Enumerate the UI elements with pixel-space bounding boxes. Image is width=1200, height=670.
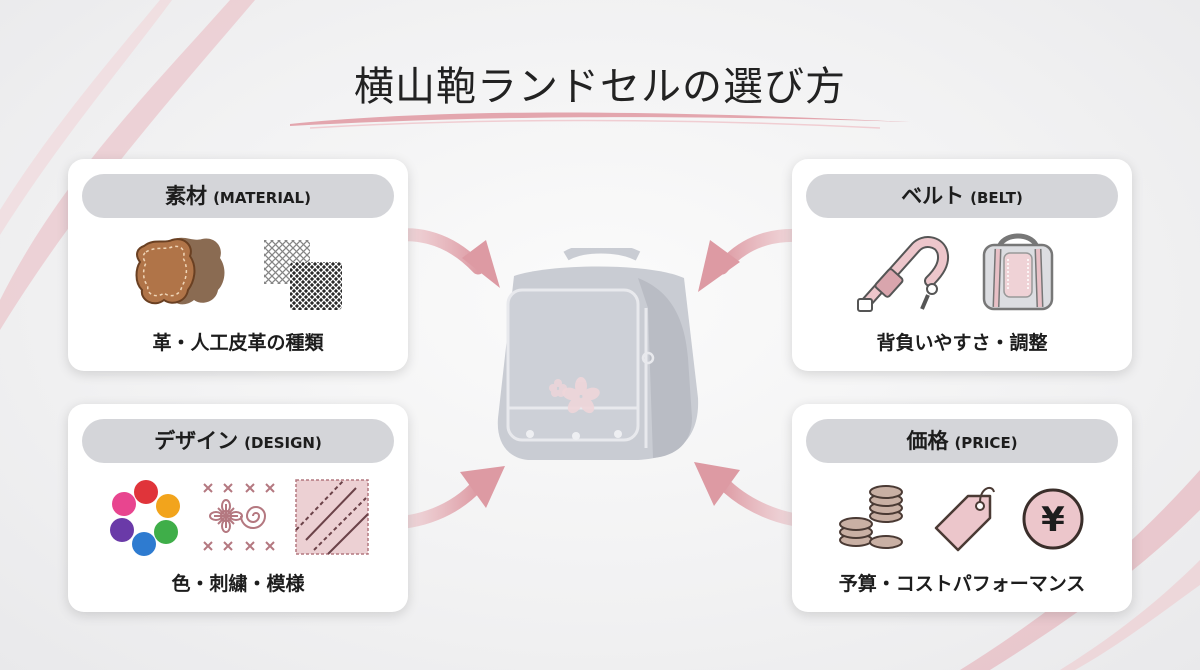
card-material: 素材 (MATERIAL) 革・人工皮革の種類 xyxy=(68,159,408,371)
leather-hide-icon xyxy=(135,237,225,305)
embroidery-pattern-icon xyxy=(203,483,275,551)
price-tag-icon xyxy=(934,486,995,552)
card-price-caption: 予算・コストパフォーマンス xyxy=(838,573,1086,595)
card-design-title: デザイン xyxy=(154,429,239,453)
shoulder-strap-icon xyxy=(857,236,949,312)
backpack-back-icon xyxy=(982,233,1054,311)
card-design-caption: 色・刺繍・模様 xyxy=(171,573,305,595)
card-material-caption: 革・人工皮革の種類 xyxy=(152,332,324,354)
card-design: デザイン (DESIGN) 色・刺繍・模様 xyxy=(68,404,408,612)
card-material-title-en: (MATERIAL) xyxy=(213,189,311,207)
stitched-fabric-icon xyxy=(295,479,369,555)
yen-coin-icon: ¥ xyxy=(1022,488,1084,550)
card-price-title-en: (PRICE) xyxy=(954,434,1018,452)
color-palette-icon xyxy=(110,480,180,556)
card-belt-title-en: (BELT) xyxy=(970,189,1023,207)
card-belt: ベルト (BELT) 背負いやすさ・調整 xyxy=(792,159,1132,371)
card-belt-title: ベルト xyxy=(901,184,965,208)
yen-symbol: ¥ xyxy=(1041,500,1065,540)
card-design-title-en: (DESIGN) xyxy=(244,434,322,452)
card-price-title: 価格 xyxy=(906,429,949,453)
card-price-header: 価格 (PRICE) xyxy=(806,419,1118,463)
title-underline-swoosh xyxy=(290,112,910,129)
card-belt-header: ベルト (BELT) xyxy=(806,174,1118,218)
card-material-title: 素材 xyxy=(165,184,208,208)
card-material-header: 素材 (MATERIAL) xyxy=(82,174,394,218)
page-title: 横山鞄ランドセルの選び方 xyxy=(354,64,846,110)
synthetic-mesh-icon xyxy=(264,240,342,310)
card-design-header: デザイン (DESIGN) xyxy=(82,419,394,463)
coins-stack-icon xyxy=(839,485,903,549)
randoseru-illustration xyxy=(497,248,699,460)
card-belt-caption: 背負いやすさ・調整 xyxy=(876,332,1048,354)
card-price: 価格 (PRICE) ¥ 予算・コストパフォーマンス xyxy=(792,404,1132,612)
